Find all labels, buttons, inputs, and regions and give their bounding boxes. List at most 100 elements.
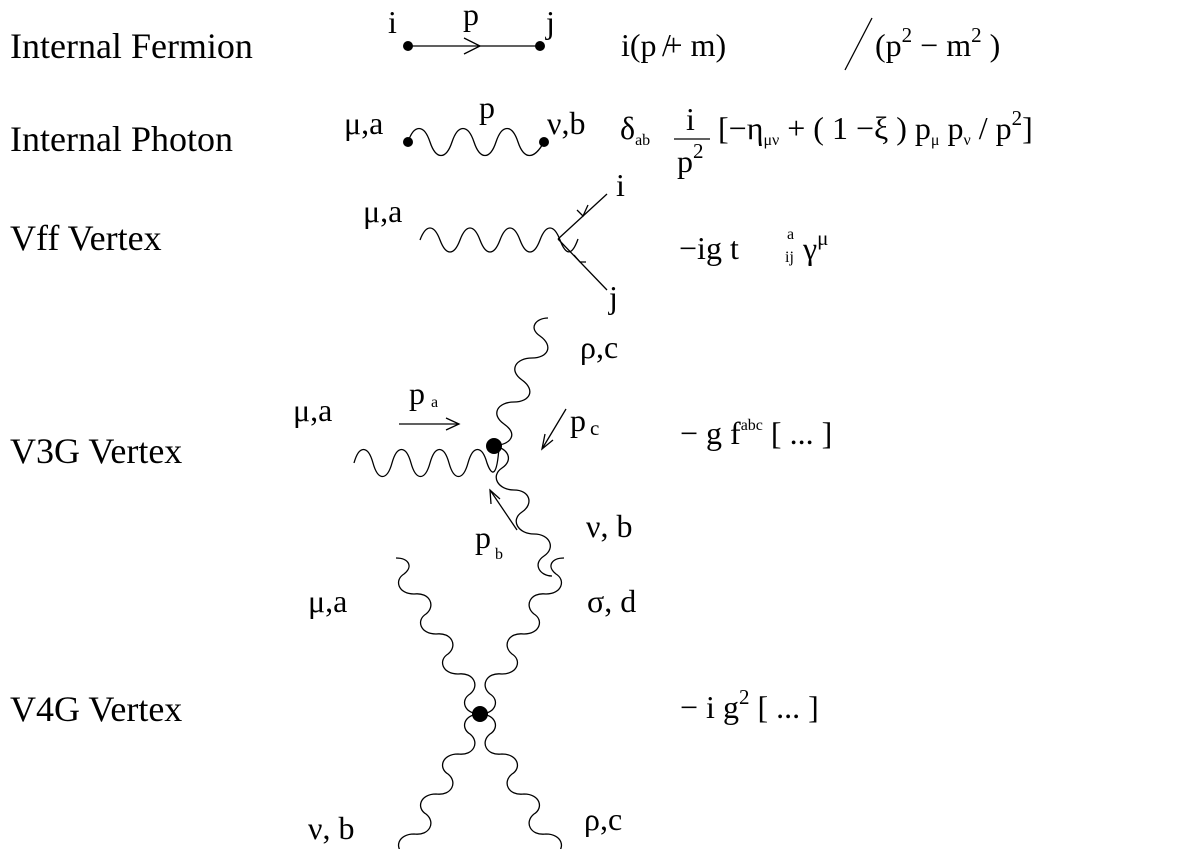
v3g-momentum-sub-a: a bbox=[431, 394, 438, 411]
photon-rule-delta: δ bbox=[620, 110, 635, 146]
fermion-rule-den1: (p bbox=[875, 27, 902, 63]
fermion-rule-den3: ) bbox=[982, 27, 1001, 63]
v4g-vertex-diagram: μ,a σ, d ν, b ρ,c bbox=[308, 557, 636, 849]
v4g-index-nu-b: ν, b bbox=[308, 810, 354, 846]
fermion-rule-den2: − m bbox=[912, 27, 971, 63]
svg-text:γμ: γμ bbox=[802, 226, 828, 266]
v3g-momentum-arrow-b bbox=[489, 489, 518, 531]
v3g-rule-a: − g f bbox=[680, 415, 741, 451]
fermion-end-dot-i bbox=[403, 41, 413, 51]
v3g-momentum-label-a: p bbox=[409, 375, 425, 411]
row-label-v4g-vertex: V4G Vertex bbox=[10, 689, 182, 729]
svg-text:pc: pc bbox=[570, 402, 599, 440]
v3g-momentum-sub-c: c bbox=[590, 416, 599, 440]
svg-text:[−ημν + ( 1 −ξ ) pμ pν / p2]: [−ημν + ( 1 −ξ ) pμ pν / p2] bbox=[718, 106, 1033, 149]
photon-rule-p1-sub: μ bbox=[931, 132, 940, 149]
svg-text:i(p + m): i(p + m) bbox=[621, 27, 726, 63]
v3g-momentum-label-b: p bbox=[475, 519, 491, 555]
v4g-leg-sigma-d bbox=[479, 557, 565, 715]
fermion-rule-pslash: p bbox=[641, 27, 657, 63]
photon-end-dot-left bbox=[403, 137, 413, 147]
photon-end-dot-right bbox=[539, 137, 549, 147]
svg-text:− i g2 [ ... ]: − i g2 [ ... ] bbox=[680, 685, 819, 725]
photon-rule: δab i p2 [−ημν + ( 1 −ξ ) pμ pν / p2] bbox=[620, 101, 1033, 179]
photon-index-left: μ,a bbox=[344, 105, 383, 141]
photon-rule-eta-sub: μν bbox=[763, 132, 779, 149]
vff-rule-g-sup: μ bbox=[817, 226, 828, 250]
fermion-rule-fraction-bar bbox=[844, 17, 873, 71]
vff-rule: −ig t a ij γμ bbox=[679, 226, 828, 266]
fermion-momentum: p bbox=[463, 0, 479, 32]
photon-rule-tail: / p bbox=[971, 110, 1012, 146]
row-label-v3g-vertex: V3G Vertex bbox=[10, 431, 182, 471]
row-label-vff-vertex: Vff Vertex bbox=[10, 218, 162, 258]
vff-fermion-leg-i bbox=[557, 193, 608, 240]
photon-rule-p2-sub: ν bbox=[964, 132, 971, 149]
v3g-vertex-dot bbox=[486, 438, 502, 454]
photon-rule-close: ] bbox=[1022, 110, 1033, 146]
photon-rule-open: [−η bbox=[718, 110, 763, 146]
photon-rule-p2: p bbox=[940, 110, 964, 146]
vff-index-j: j bbox=[608, 279, 618, 315]
v4g-leg-rho-c bbox=[479, 713, 563, 849]
fermion-propagator: i j p bbox=[388, 0, 555, 55]
row-label-internal-photon: Internal Photon bbox=[10, 119, 233, 159]
fermion-rule-slash: / bbox=[662, 27, 671, 63]
v4g-rule-b: [ ... ] bbox=[749, 689, 818, 725]
photon-wavy-line bbox=[407, 127, 545, 157]
vff-arrow-i-icon bbox=[576, 204, 589, 218]
v3g-arrow-a-icon bbox=[445, 417, 461, 431]
fermion-rule: i(p + m) / (p2 − m2 ) bbox=[621, 17, 1001, 71]
v3g-leg-rho-c bbox=[493, 317, 549, 447]
v3g-rule: − g fabc [ ... ] bbox=[680, 415, 832, 451]
photon-index-right: ν,b bbox=[547, 105, 585, 141]
svg-text:pb: pb bbox=[475, 519, 503, 563]
photon-rule-delta-sub: ab bbox=[635, 132, 650, 149]
fermion-rule-sq2: 2 bbox=[971, 23, 982, 47]
v4g-rule-a: − i g bbox=[680, 689, 739, 725]
photon-momentum: p bbox=[479, 89, 495, 125]
v3g-leg-nu-b bbox=[493, 445, 553, 577]
svg-text:p2: p2 bbox=[677, 139, 704, 179]
v4g-index-sigma-d: σ, d bbox=[587, 583, 636, 619]
fermion-rule-mid: + m) bbox=[657, 27, 727, 63]
fermion-index-i: i bbox=[388, 4, 397, 40]
photon-rule-tail-sup: 2 bbox=[1012, 106, 1023, 130]
v3g-momentum-label-c: p bbox=[570, 402, 586, 438]
fermion-rule-prefix: i( bbox=[621, 27, 641, 63]
v3g-arrow-b-icon bbox=[489, 488, 501, 505]
v4g-leg-mu-a bbox=[395, 557, 481, 715]
v3g-leg-mu-a bbox=[353, 446, 500, 478]
photon-propagator: μ,a ν,b p bbox=[344, 89, 585, 157]
v4g-leg-nu-b bbox=[397, 713, 481, 849]
vff-index-i: i bbox=[616, 167, 625, 203]
v4g-rule-g-sup: 2 bbox=[739, 685, 750, 709]
vff-rule-b: γ bbox=[802, 230, 817, 266]
vff-rule-a: −ig t bbox=[679, 230, 739, 266]
fermion-end-dot-j bbox=[535, 41, 545, 51]
vff-rule-t-sup: a bbox=[787, 226, 794, 243]
v3g-momentum-sub-b: b bbox=[495, 546, 503, 563]
v3g-index-nu-b: ν, b bbox=[586, 508, 632, 544]
v3g-rule-f-sup: abc bbox=[741, 417, 763, 434]
fermion-rule-sq: 2 bbox=[902, 23, 913, 47]
photon-rule-mid: + ( 1 −ξ ) p bbox=[779, 110, 931, 146]
vff-vertex-diagram: μ,a i j bbox=[363, 167, 625, 315]
v4g-index-rho-c: ρ,c bbox=[584, 801, 622, 837]
vff-arrow-j-icon bbox=[573, 254, 586, 263]
photon-rule-den-sup: 2 bbox=[693, 139, 704, 163]
v4g-rule: − i g2 [ ... ] bbox=[680, 685, 819, 725]
vff-fermion-leg-j bbox=[557, 238, 608, 291]
photon-rule-den: p bbox=[677, 143, 693, 179]
v3g-arrow-c-icon bbox=[541, 433, 554, 451]
svg-text:−ig t: −ig t bbox=[679, 230, 739, 266]
vff-rule-t-sub: ij bbox=[785, 249, 794, 266]
svg-text:− g fabc [ ... ]: − g fabc [ ... ] bbox=[680, 415, 832, 451]
vff-photon-leg bbox=[419, 227, 579, 253]
v4g-index-mu-a: μ,a bbox=[308, 583, 347, 619]
photon-rule-num: i bbox=[686, 101, 695, 137]
v3g-index-mu-a: μ,a bbox=[293, 392, 332, 428]
fermion-arrow-icon bbox=[463, 37, 482, 55]
